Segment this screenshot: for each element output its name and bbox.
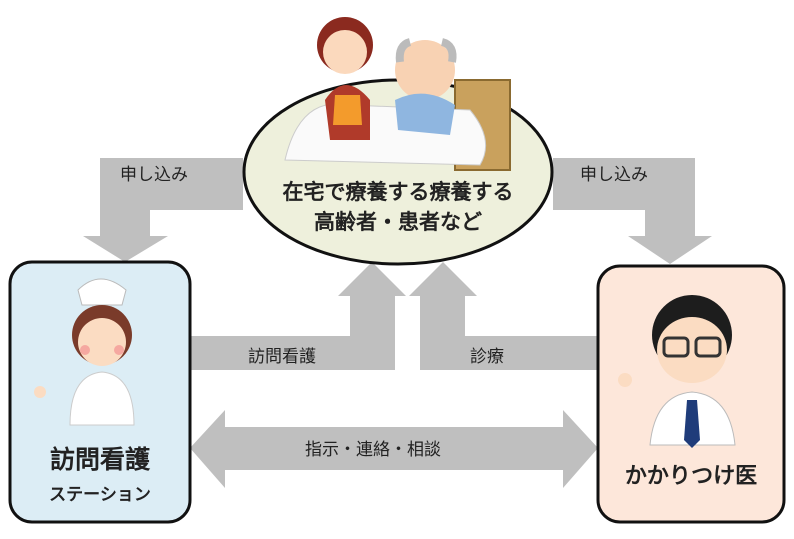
patient-illustration <box>284 17 511 171</box>
coordination-double-arrow <box>190 410 598 488</box>
apply-left-label: 申し込み <box>120 165 188 185</box>
visit-nursing-arrow <box>190 262 406 370</box>
coordination-label: 指示・連絡・相談 <box>305 440 441 460</box>
patient-label-line1: 在宅で療養する療養する <box>282 180 514 204</box>
apply-right-label: 申し込み <box>580 165 648 185</box>
nurse-station-title: 訪問看護 <box>49 445 150 474</box>
apply-left-arrow <box>83 158 243 262</box>
nurse-illustration <box>34 278 135 426</box>
medical-care-label: 診療 <box>470 347 504 367</box>
arrows <box>83 158 712 488</box>
patient-label-line2: 高齢者・患者など <box>314 210 482 234</box>
nurse-station-subtitle: ステーション <box>49 485 151 505</box>
visit-nursing-label: 訪問看護 <box>248 347 316 367</box>
apply-right-arrow <box>553 158 712 264</box>
medical-care-arrow <box>409 262 598 370</box>
doctor-illustration <box>618 295 736 448</box>
doctor-title: かかりつけ医 <box>624 464 758 489</box>
